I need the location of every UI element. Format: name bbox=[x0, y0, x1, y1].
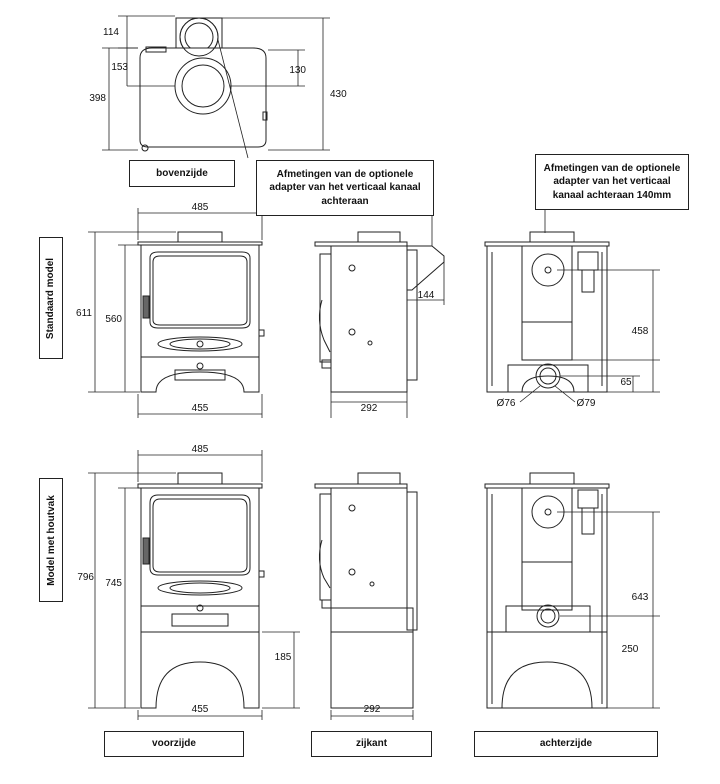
top-view-drawing bbox=[139, 17, 268, 152]
log-dim-643: 643 bbox=[632, 592, 649, 603]
log-dim-485: 485 bbox=[192, 444, 209, 455]
callout-side-adapter: Afmetingen van de optionele adapter van … bbox=[256, 160, 434, 216]
log-dim-250: 250 bbox=[622, 644, 639, 655]
std-dim-65: 65 bbox=[620, 377, 632, 388]
std-dim-458: 458 bbox=[632, 326, 649, 337]
dim-430: 430 bbox=[330, 89, 347, 100]
label-back-view: achterzijde bbox=[474, 731, 658, 757]
dim-130: 130 bbox=[289, 65, 306, 76]
dim-153: 153 bbox=[111, 62, 128, 73]
std-dim-485: 485 bbox=[192, 202, 209, 213]
std-dim-d79: Ø79 bbox=[577, 398, 596, 409]
std-dim-455: 455 bbox=[192, 403, 209, 414]
label-front-view: voorzijde bbox=[104, 731, 244, 757]
row-label-standard-text: Standaard model bbox=[45, 257, 57, 339]
std-dim-611: 611 bbox=[76, 308, 92, 319]
std-dim-292: 292 bbox=[361, 403, 378, 414]
std-dim-144: 144 bbox=[418, 290, 435, 301]
row-label-logstore-text: Model met houtvak bbox=[45, 494, 57, 586]
dim-114: 114 bbox=[103, 27, 119, 38]
standard-front-drawing bbox=[137, 231, 265, 393]
log-dim-745: 745 bbox=[105, 578, 122, 589]
standard-side-drawing bbox=[314, 231, 445, 393]
log-dim-185: 185 bbox=[275, 652, 292, 663]
row-label-standard: Standaard model bbox=[39, 237, 63, 359]
label-side-view: zijkant bbox=[311, 731, 432, 757]
log-dim-292: 292 bbox=[364, 704, 381, 715]
callout-back-adapter: Afmetingen van de optionele adapter van … bbox=[535, 154, 689, 210]
dim-398: 398 bbox=[89, 93, 106, 104]
label-top-view: bovenzijde bbox=[129, 160, 235, 187]
row-label-logstore: Model met houtvak bbox=[39, 478, 63, 602]
logstore-back-drawing bbox=[484, 472, 610, 709]
standard-back-drawing bbox=[484, 231, 610, 393]
log-dim-796: 796 bbox=[77, 572, 94, 583]
logstore-front-drawing bbox=[137, 472, 265, 709]
std-dim-d76: Ø76 bbox=[497, 398, 516, 409]
std-dim-560: 560 bbox=[105, 314, 122, 325]
log-dim-455: 455 bbox=[192, 704, 209, 715]
logstore-side-drawing bbox=[314, 472, 418, 709]
